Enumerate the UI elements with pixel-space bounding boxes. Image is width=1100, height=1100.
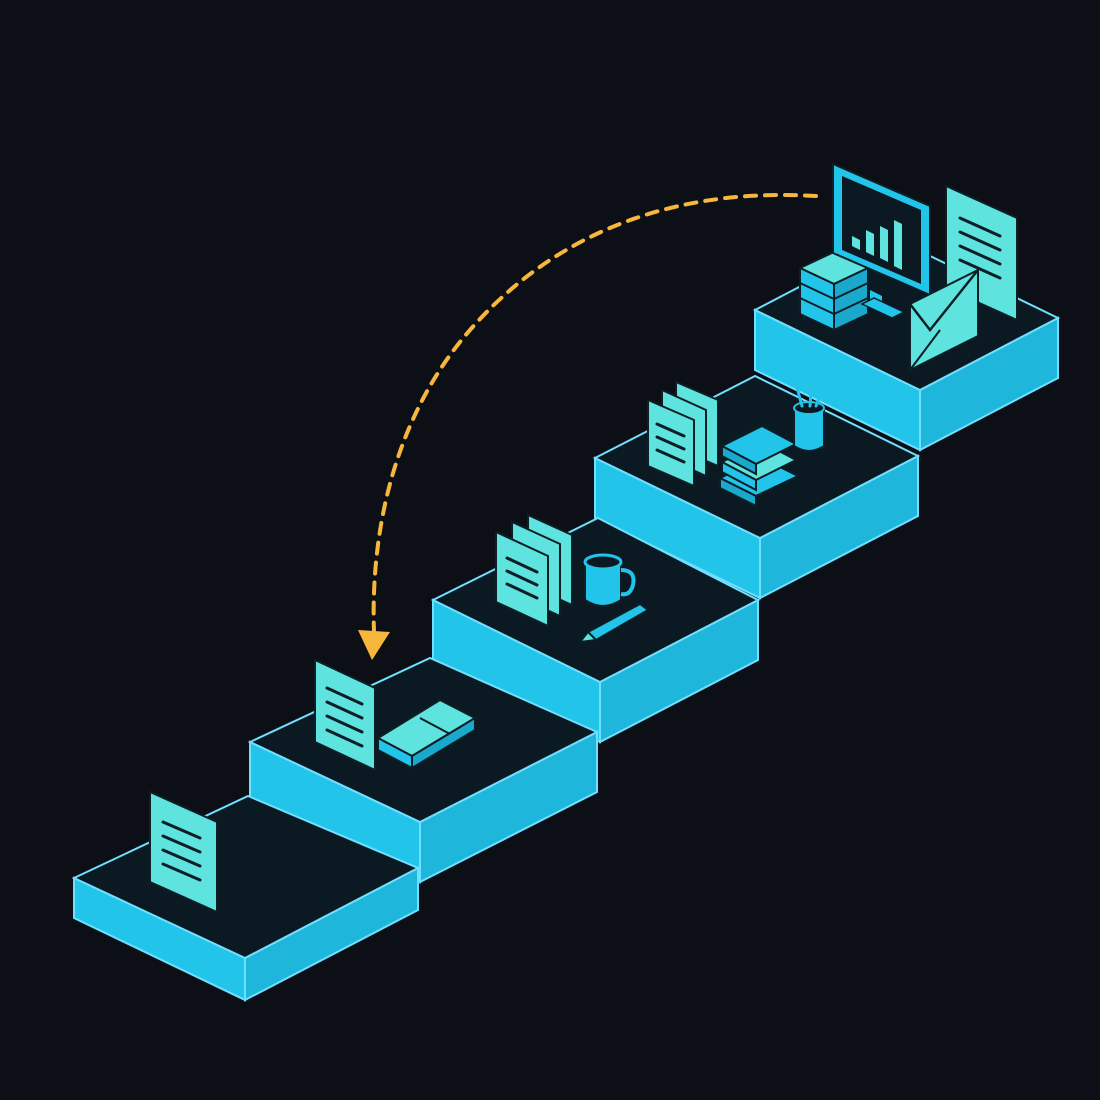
book-stack-icon [717,424,801,508]
envelope-icon [909,268,979,372]
return-arrow [371,193,818,634]
arrowhead-icon [358,630,390,660]
document-icon [149,790,218,914]
step-1 [71,794,421,1002]
mug-icon [583,553,636,607]
pencil-cup-icon [793,378,826,452]
monitor-chart-icon [832,162,931,319]
document-stack-icon [495,513,573,628]
binder-stack-icon [647,380,719,488]
document-icon [314,658,376,772]
pencil-icon [577,602,650,644]
book-icon [375,698,478,770]
